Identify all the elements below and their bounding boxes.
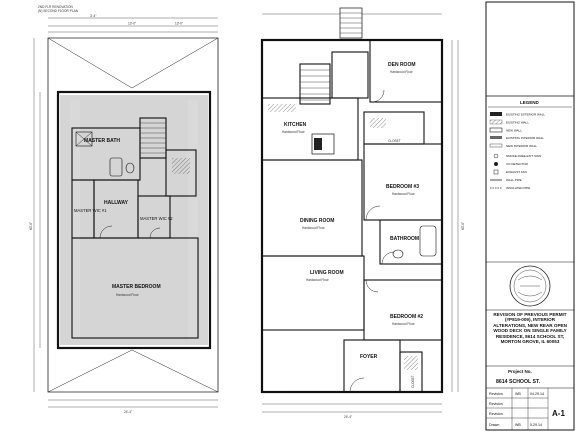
room-closet-front: CLOSET xyxy=(411,375,415,388)
project-description: REVISION OF PREVIOUS PERMIT (#P819-009),… xyxy=(493,312,567,345)
legend-swatch-2 xyxy=(489,119,503,125)
room-den: DEN ROOM xyxy=(388,62,416,68)
main-dim-bottom: 24'-4" xyxy=(344,415,352,419)
legend-item-8: EXHAUST FAN xyxy=(506,170,527,174)
architect-seal xyxy=(509,265,551,307)
room-dining: DINING ROOM xyxy=(300,218,334,224)
legend-item-3: NEW WALL xyxy=(506,129,522,133)
rev-row-3-label: Revision xyxy=(489,412,503,416)
legend-swatch-3 xyxy=(489,127,503,133)
legend-item-1: EXISTING EXTERIOR WALL xyxy=(506,113,545,117)
upper-floor-note: Hardwood Floor xyxy=(116,293,140,297)
kitchen-floor-note: Hardwood Floor xyxy=(282,130,306,134)
room-bathroom: BATHROOM xyxy=(390,236,419,242)
legend-item-4: EXISTING INTERIOR WALL xyxy=(506,136,544,140)
room-master-wic-1: MASTER WIC #1 xyxy=(74,208,107,213)
upper-note-2: (N) SECOND FLOOR PLAN xyxy=(38,9,79,13)
legend-item-2: EXISTING WALL xyxy=(506,121,529,125)
upper-dim-bottom: 24'-4" xyxy=(124,410,132,414)
legend-swatch-5 xyxy=(489,143,503,148)
co-detector-icon xyxy=(494,162,498,166)
legend-item-5: NEW INTERIOR WALL xyxy=(506,144,537,148)
exhaust-fan-icon xyxy=(493,169,499,175)
upper-floor-plan: 2ND FLR RENOVATION (N) SECOND FLOOR PLAN… xyxy=(29,5,219,414)
legend-item-10: INSULATED PIPE xyxy=(506,186,530,190)
living-floor-note: Hardwood Floor xyxy=(306,278,330,282)
room-hallway: HALLWAY xyxy=(104,200,129,206)
rev-row-1-by: WB xyxy=(515,392,521,396)
room-bedroom-3: BEDROOM #3 xyxy=(386,184,419,190)
upper-dim-top-2: 13'-0" xyxy=(128,22,136,26)
legend-item-7: CO DETECTOR xyxy=(506,162,529,166)
room-closet-top: CLOSET xyxy=(388,139,401,143)
room-master-bath: MASTER BATH xyxy=(84,138,120,144)
rev-row-4-label: Drawn xyxy=(489,423,499,427)
legend-item-6: SMOKE FREE EXIT SIGN xyxy=(506,154,541,158)
sheet-number: A-1 xyxy=(552,409,565,418)
room-foyer: FOYER xyxy=(360,354,378,360)
legend-title: LEGEND xyxy=(520,100,540,105)
dining-floor-note: Hardwood Floor xyxy=(302,226,326,230)
title-block: LEGEND EXISTING EXTERIOR WALL EXISTING W… xyxy=(485,1,575,431)
project-label: Project No. xyxy=(508,369,532,374)
main-dim-right: 60'-0" xyxy=(461,222,465,230)
upper-dim-left: 60'-0" xyxy=(29,222,33,230)
project-value: 8614 SCHOOL ST. xyxy=(496,379,541,385)
upper-dim-top-3: 13'-0" xyxy=(175,22,183,26)
den-floor-note: Hardwood Floor xyxy=(390,70,414,74)
bedroom2-floor-note: Hardwood Floor xyxy=(392,322,416,326)
rev-row-4-by: WB xyxy=(515,423,521,427)
room-master-bedroom: MASTER BEDROOM xyxy=(112,284,161,290)
legend-swatch-4 xyxy=(490,136,502,139)
rev-row-4-date: 5.29.14 xyxy=(530,423,542,427)
room-living: LIVING ROOM xyxy=(310,270,344,276)
rev-row-1-label: Revision xyxy=(489,392,503,396)
rev-row-1-date: 04.29.14 xyxy=(530,392,544,396)
legend-swatch-1 xyxy=(490,112,502,116)
smoke-icon xyxy=(493,153,499,159)
main-floor-plan: 24'-0" DEN ROOM Hardwood Floor KITCHEN H… xyxy=(260,7,465,419)
rev-row-2-label: Revision xyxy=(489,402,503,406)
room-bedroom-2: BEDROOM #2 xyxy=(390,314,423,320)
upper-dim-top-1: 3'-4" xyxy=(90,14,96,18)
upper-note-1: 2ND FLR RENOVATION xyxy=(38,5,73,9)
bedroom3-floor-note: Hardwood Floor xyxy=(392,192,416,196)
room-kitchen: KITCHEN xyxy=(284,122,307,128)
legend-item-9: WALL PIPE xyxy=(506,178,522,182)
room-master-wic-2: MASTER WIC #2 xyxy=(140,216,173,221)
